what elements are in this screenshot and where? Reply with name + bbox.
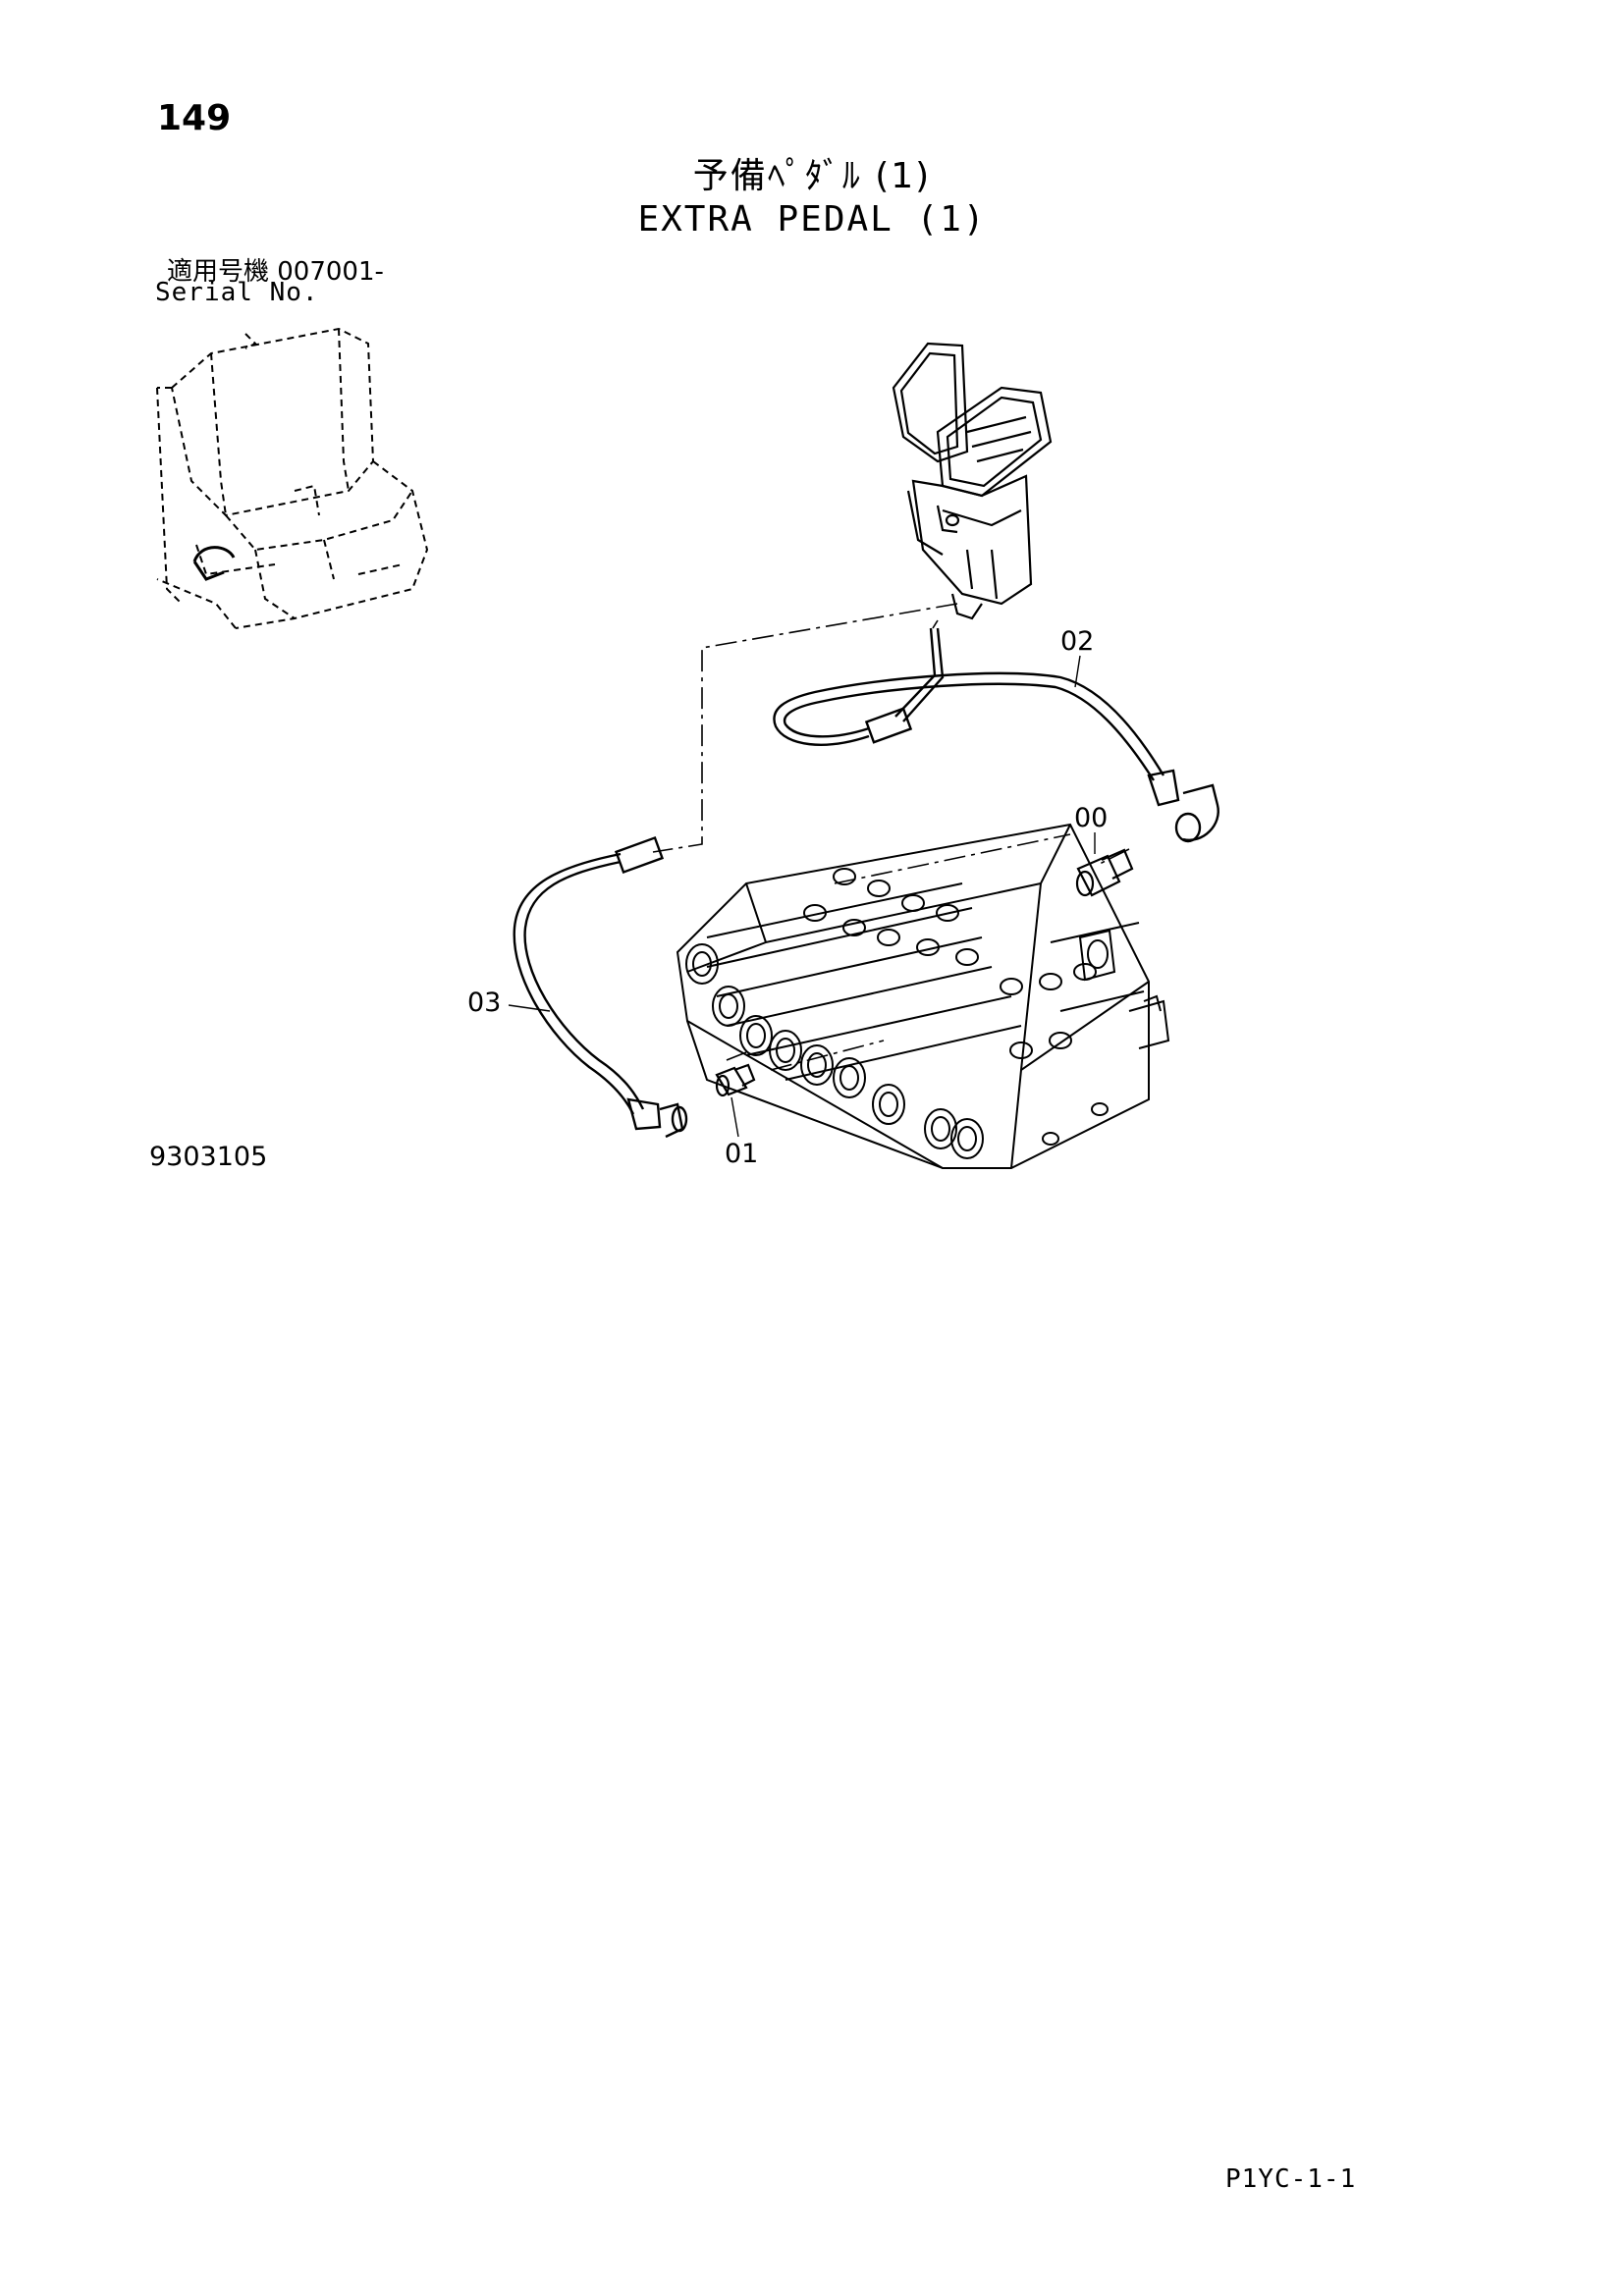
connection-lines xyxy=(652,603,1130,1071)
adapter-01 xyxy=(715,1063,756,1097)
serial-label-en: Serial No. xyxy=(155,278,319,307)
hose-02 xyxy=(773,627,1219,843)
pedal-location-arrow-icon xyxy=(192,546,236,581)
adapter-00 xyxy=(1075,848,1134,897)
page-code: P1YC-1-1 xyxy=(1225,2164,1357,2194)
hose-03 xyxy=(513,835,688,1139)
cab-location-icon xyxy=(156,327,429,629)
leader-lines xyxy=(508,655,1096,1138)
figure-number: 9303105 xyxy=(149,1142,268,1172)
callout-02: 02 xyxy=(1060,626,1095,657)
control-valve-icon xyxy=(676,823,1170,1169)
extra-pedal-icon xyxy=(892,342,1053,620)
page-title-en: EXTRA PEDAL (1) xyxy=(637,199,987,240)
page-number: 149 xyxy=(157,98,232,138)
callout-00: 00 xyxy=(1074,803,1109,833)
callout-03: 03 xyxy=(467,988,502,1018)
serial-label-jp: 適用号機 007001- xyxy=(167,257,384,287)
page-title-jp: 予備ﾍﾟﾀﾞﾙ (1) xyxy=(692,156,932,196)
callout-01: 01 xyxy=(725,1139,759,1169)
